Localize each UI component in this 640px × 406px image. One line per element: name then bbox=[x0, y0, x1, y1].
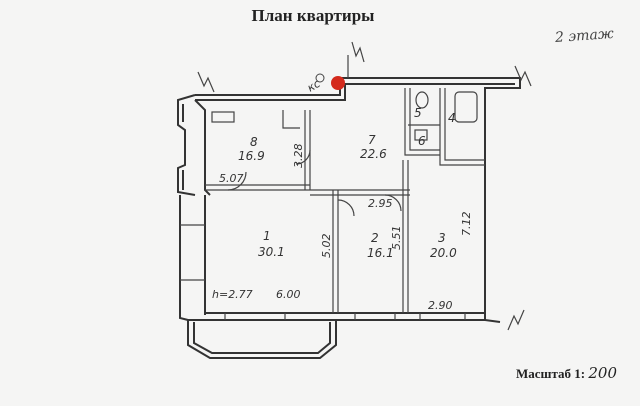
entrance-label: кс bbox=[305, 77, 323, 95]
room-3-area: 20.0 bbox=[430, 246, 457, 260]
room-5-number: 5 bbox=[414, 106, 422, 120]
outer-walls bbox=[177, 77, 521, 359]
room-1-number: 1 bbox=[263, 229, 271, 243]
entrance-mark: кс bbox=[305, 73, 345, 95]
scale-value: 200 bbox=[588, 364, 618, 382]
dimension-labels: 5.07 3.28 5.02 2.95 5.51 7.12 2.90 6.00 … bbox=[212, 144, 473, 313]
dim-7-12: 7.12 bbox=[460, 212, 473, 237]
room-8-area: 16.9 bbox=[238, 149, 265, 163]
scale-label: Масштаб 1: 200 bbox=[516, 364, 617, 382]
room-6-number: 6 bbox=[418, 134, 426, 148]
dim-2-95: 2.95 bbox=[368, 197, 393, 210]
room-8-number: 8 bbox=[250, 135, 258, 149]
room-2-area: 16.1 bbox=[367, 246, 394, 260]
room-labels: 8 16.9 7 22.6 1 30.1 2 16.1 3 20.0 4 5 6 bbox=[238, 106, 457, 260]
dim-5-07: 5.07 bbox=[219, 172, 244, 185]
dim-5-51: 5.51 bbox=[390, 226, 403, 251]
room-1-area: 30.1 bbox=[258, 245, 285, 259]
ceiling-height: h=2.77 bbox=[212, 288, 253, 301]
room-3-number: 3 bbox=[438, 231, 446, 245]
scale-text: Масштаб 1: bbox=[516, 366, 586, 381]
dim-2-90: 2.90 bbox=[428, 299, 453, 312]
room-7-area: 22.6 bbox=[360, 147, 387, 161]
dim-3-28: 3.28 bbox=[292, 144, 305, 169]
dim-5-02: 5.02 bbox=[320, 234, 333, 259]
interior-walls bbox=[180, 41, 532, 331]
room-7-number: 7 bbox=[368, 133, 376, 147]
room-4-number: 4 bbox=[448, 111, 456, 125]
plan-title: План квартиры bbox=[251, 6, 375, 25]
room-2-number: 2 bbox=[371, 231, 379, 245]
red-marker bbox=[331, 76, 345, 90]
dim-6-00: 6.00 bbox=[276, 288, 301, 301]
